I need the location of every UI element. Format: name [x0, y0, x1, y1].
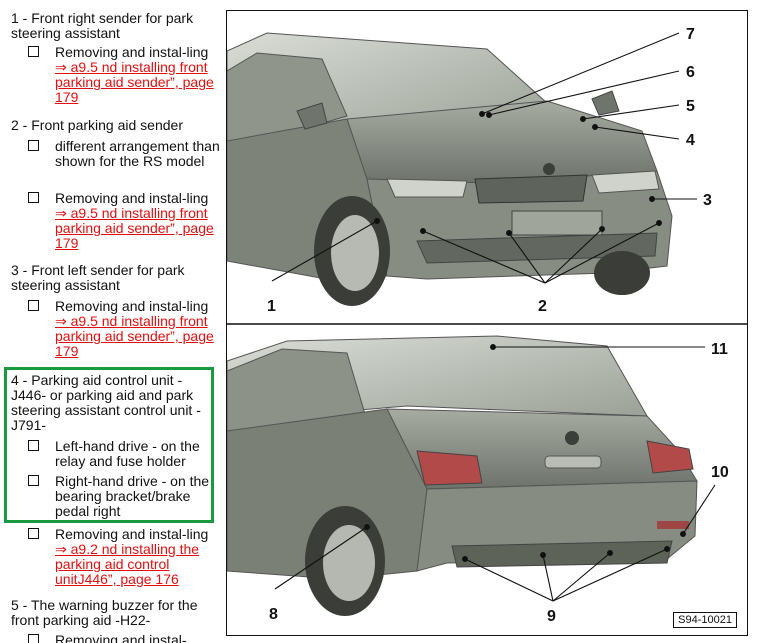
bullet-text: Removing and instal-ling — [55, 526, 209, 542]
item-4-title: 4 - Parking aid control unit -J446- or p… — [11, 372, 201, 433]
callout-11: 11 — [711, 341, 728, 358]
car-rear-view — [227, 335, 698, 616]
checkbox-icon — [28, 140, 39, 151]
bullet-text: Left-hand drive - on the relay and fuse … — [55, 438, 200, 469]
install-link[interactable]: ⇒ a9.2 nd installing the parking aid con… — [55, 541, 200, 587]
figure-frame: 7 6 5 4 3 1 2 — [226, 10, 748, 636]
callout-5: 5 — [686, 98, 695, 115]
install-link[interactable]: ⇒ a9.5 nd installing front parking aid s… — [55, 313, 214, 359]
figure-id-label: S94-10021 — [673, 612, 737, 628]
highlight-box — [4, 367, 214, 523]
item-5-title: 5 - The warning buzzer for the front par… — [11, 597, 198, 628]
callout-2: 2 — [538, 298, 547, 315]
bullet-text: Removing and instal-ling — [55, 44, 209, 60]
callout-3: 3 — [703, 192, 712, 209]
car-front-view — [227, 32, 673, 306]
callout-10: 10 — [711, 464, 729, 481]
callout-7: 7 — [686, 26, 695, 43]
checkbox-icon — [28, 634, 39, 643]
bullet-text: different arrangement than shown for the… — [55, 138, 220, 169]
checkbox-icon — [28, 475, 39, 486]
callout-8: 8 — [269, 606, 278, 623]
install-link[interactable]: ⇒ a9.5 nd installing front parking aid s… — [55, 59, 214, 105]
bullet-text: Removing and instal- — [55, 632, 187, 643]
callout-4: 4 — [686, 132, 695, 149]
callout-1: 1 — [267, 298, 276, 315]
callout-6: 6 — [686, 64, 695, 81]
bullet-text: Removing and instal-ling — [55, 190, 209, 206]
install-link[interactable]: ⇒ a9.5 nd installing front parking aid s… — [55, 205, 214, 251]
checkbox-icon — [28, 192, 39, 203]
item-2-title: 2 - Front parking aid sender — [11, 117, 183, 133]
checkbox-icon — [28, 46, 39, 57]
bullet-text: Right-hand drive - on the bearing bracke… — [55, 473, 210, 519]
checkbox-icon — [28, 528, 39, 539]
text-column: 1 - Front right sender for park steering… — [0, 0, 222, 643]
bullet-text: Removing and instal-ling — [55, 298, 209, 314]
item-1-title: 1 - Front right sender for park steering… — [11, 10, 194, 41]
car-illustration: 7 6 5 4 3 1 2 — [227, 26, 747, 625]
item-3-title: 3 - Front left sender for park steering … — [11, 262, 185, 293]
callout-9: 9 — [547, 608, 556, 625]
checkbox-icon — [28, 440, 39, 451]
checkbox-icon — [28, 300, 39, 311]
